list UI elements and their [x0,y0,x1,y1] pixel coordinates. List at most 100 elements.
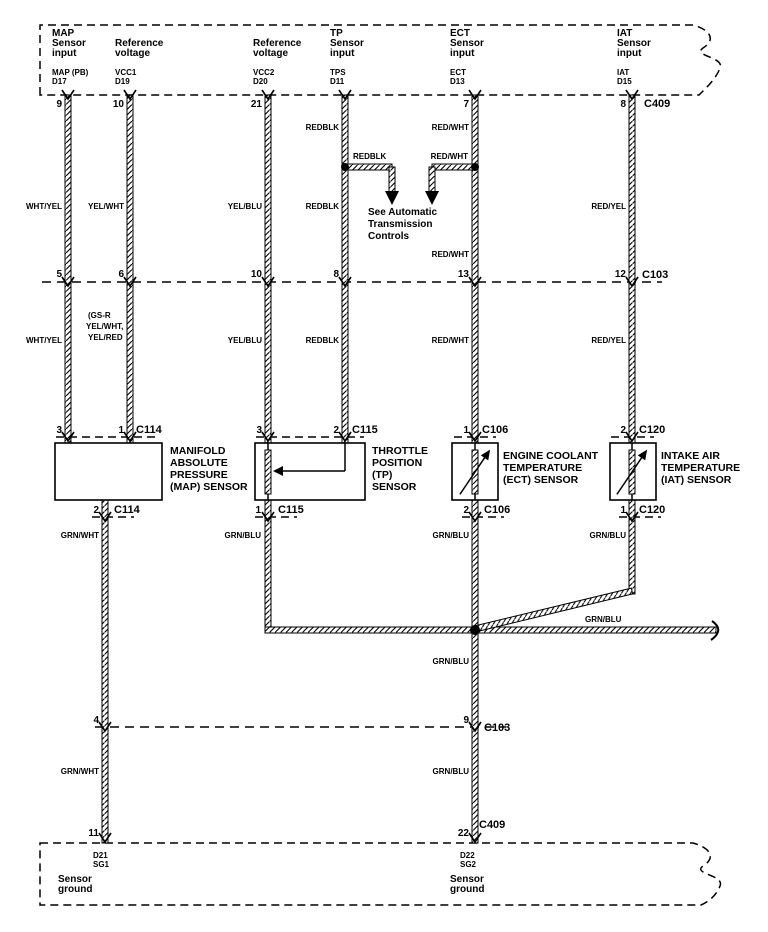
wire-iat-input [628,94,636,444]
arrow-down-left-icon [385,191,399,205]
sensor-input-connector-labels: 3 1 C114 3 2 C115 1 C106 2 C120 [56,424,665,436]
wire-color-label: (GS-R [88,311,111,320]
wire-color-label: YEL/BLU [228,202,262,211]
connector-label-c114: C114 [136,424,163,436]
wire-color-label: WHT/YEL [26,202,62,211]
pin-number: 5 [56,269,62,280]
terminal-icons-c409-top [61,89,639,101]
ground-title: Sensor [58,874,92,885]
terminal-icons-sensor-outputs [98,511,639,523]
terminal-icons-c103-lower [98,721,482,733]
connector-label-c103: C103 [642,269,668,281]
wire-color-label: REDBLK [306,336,340,345]
ecm-pin-code: D19 [115,77,130,86]
pin-number: 1 [255,505,261,516]
ecm-pin-code: D15 [617,77,632,86]
top-connector-band [39,24,722,96]
ecm-pin-title: Sensor [52,38,86,49]
ecm-pin-title: Reference [115,38,164,49]
pin-number: 2 [620,425,626,436]
ect-thermistor-arrow-icon [459,449,491,495]
wire-color-label: YEL/RED [88,333,123,342]
wire-color-label: GRN/BLU [433,657,470,666]
pin-number: 3 [56,425,62,436]
ecm-pin-title: voltage [115,48,150,59]
c103-lower-labels: 4 9 C103 [93,715,510,734]
wire-branch-left-stub [388,166,396,194]
wire-color-label: REDBLK [306,123,340,132]
ecm-pin-title: input [330,48,355,59]
wire-ect-input [471,94,479,444]
connector-label-c114: C114 [114,504,141,516]
connector-label-c106: C106 [482,424,508,436]
connector-label-c409: C409 [479,819,505,831]
pin-number: 2 [463,505,469,516]
ecm-pin-title: Reference [253,38,302,49]
wire-map-input [64,94,72,444]
connector-terminals [61,89,639,844]
map-sensor-name: MANIFOLD [170,445,226,457]
ground-code: SG2 [460,860,477,869]
ecm-pin-title: voltage [253,48,288,59]
wire-color-label: RED/YEL [591,202,626,211]
wire-iat-diagonal [473,587,634,633]
tp-resistor-leads [267,443,346,500]
ecm-pin-code: D17 [52,77,67,86]
wire-vcc1 [126,94,134,444]
wire-map-ground [101,499,109,844]
wire-color-label: RED/YEL [591,336,626,345]
pin-number: 1 [463,425,469,436]
ect-sensor-name: (ECT) SENSOR [503,474,579,486]
pin-number: 21 [251,99,263,110]
wire-color-label: RED/WHT [431,152,468,161]
pin-number: 10 [113,99,125,110]
ecm-pin-code: D20 [253,77,268,86]
ground-code: D21 [93,851,108,860]
ecm-pin-title: ECT [450,28,470,39]
terminal-icons-c409-lower [98,832,482,844]
ground-title: ground [450,884,484,895]
note-line: Controls [368,231,410,242]
ecm-pin-title: Sensor [330,38,364,49]
wire-color-labels-mid: WHT/YEL (GS-R YEL/WHT, YEL/RED YEL/BLU R… [26,311,626,345]
ecm-pin-title: MAP [52,28,75,39]
wire-color-label: GRN/BLU [585,615,622,624]
iat-sensor-name: INTAKE AIR [661,450,720,462]
iat-thermistor-arrow-icon [616,449,648,495]
wire-color-label: GRN/BLU [433,531,470,540]
ground-code: D22 [460,851,475,860]
pin-number: 3 [256,425,262,436]
ecm-pin-code: IAT [617,68,629,77]
connector-label-c103: C103 [484,722,510,734]
bottom-connector-band [39,842,722,906]
terminal-icons-c103 [61,276,639,288]
tp-sensor-box [254,442,366,501]
tp-resistor-symbol [264,449,272,495]
map-sensor-name: PRESSURE [170,469,228,481]
sensor-name-labels: MANIFOLD ABSOLUTE PRESSURE (MAP) SENSOR … [170,445,740,493]
connector-label-c106: C106 [484,504,510,516]
wire-iat-ground [628,499,636,595]
map-sensor-name: ABSOLUTE [170,457,228,469]
arrow-down-right-icon [425,191,439,205]
wire-color-label: RED/WHT [432,123,469,132]
ecm-pin-title: Sensor [450,38,484,49]
wire-color-labels-lower: GRN/WHT GRN/BLU GRN/BLU GRN/BLU GRN/BLU … [61,531,626,776]
connector-label-c115: C115 [352,424,378,436]
wire-color-label: RED/WHT [432,250,469,259]
map-sensor-box [54,442,163,501]
tp-wiper-arrow-icon [273,466,283,476]
bus-continuation-hook [710,620,720,641]
transmission-note: See Automatic Transmission Controls [368,207,438,242]
junction-dot-ect [471,163,479,171]
wire-color-label: REDBLK [353,152,387,161]
ecm-pin-title: IAT [617,28,632,39]
wire-color-label: YEL/BLU [228,336,262,345]
pin-number: 8 [620,99,626,110]
pin-number: 4 [93,715,99,726]
tp-sensor-name: THROTTLE [372,445,428,457]
iat-sensor-box [609,442,657,501]
wire-color-label: WHT/YEL [26,336,62,345]
